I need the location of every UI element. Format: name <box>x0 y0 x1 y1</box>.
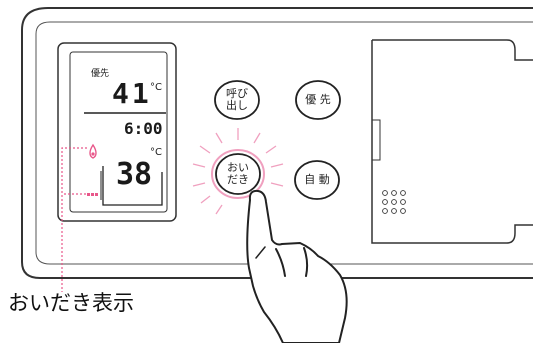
reheat-indicator-label: おいだき表示 <box>8 291 134 315</box>
bath-temperature-unit: °C <box>150 147 162 158</box>
pointing-hand-icon <box>246 189 348 343</box>
call-button-shape <box>214 80 260 120</box>
reheat-indicator-icon <box>87 193 98 196</box>
cover-lid <box>371 39 533 244</box>
lcd-frame-inner <box>69 51 168 213</box>
priority-button-shape <box>295 80 341 120</box>
set-temperature-readout: 41 <box>112 77 152 110</box>
device-housing <box>21 7 533 279</box>
call-button[interactable]: 呼び 出し <box>226 87 248 112</box>
priority-button[interactable]: 優 先 <box>305 93 331 106</box>
bath-temperature-readout: 38 <box>116 157 153 192</box>
inner-panel <box>35 21 533 265</box>
reheat-button[interactable]: おい だき <box>227 161 249 186</box>
flame-icon <box>89 143 97 159</box>
speaker-grille-icon <box>382 190 406 214</box>
clock-readout: 6:00 <box>124 119 163 138</box>
reheat-callout-leader <box>61 147 87 292</box>
lcd-frame-outer <box>57 42 177 222</box>
auto-button-shape <box>294 160 340 200</box>
press-glow <box>192 128 284 215</box>
priority-label: 優先 <box>91 69 110 79</box>
set-temperature-unit: °C <box>150 82 162 93</box>
auto-button[interactable]: 自 動 <box>304 173 330 186</box>
reheat-button-shape <box>215 153 261 195</box>
